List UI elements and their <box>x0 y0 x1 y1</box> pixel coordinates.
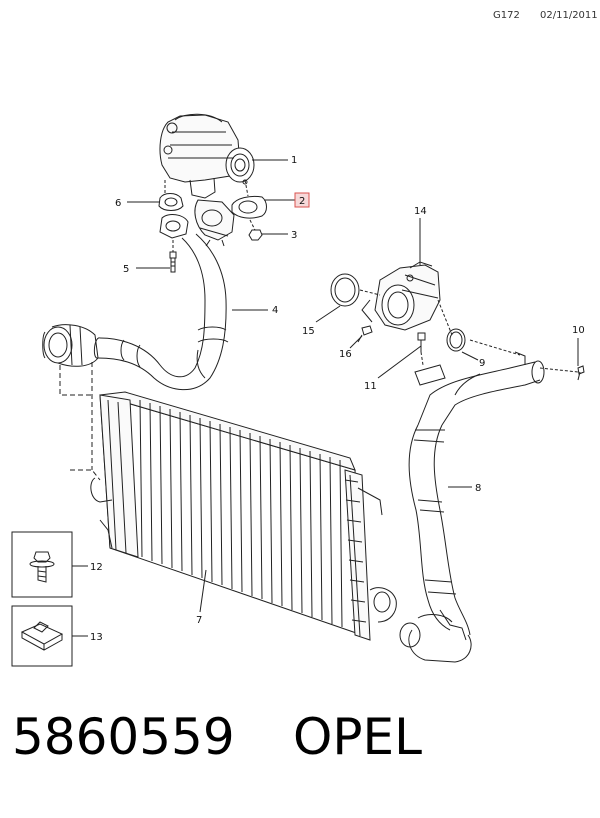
air-duct-tube <box>414 351 545 426</box>
gasket-part-9 <box>446 328 466 352</box>
bolt-part-5 <box>169 251 177 259</box>
diagram-date: 02/11/2011 <box>540 10 598 21</box>
callout-4: 4 <box>272 305 278 316</box>
callout-16: 16 <box>339 349 352 360</box>
callout-7: 7 <box>196 615 202 626</box>
nut-part-3 <box>248 229 263 241</box>
intercooler-part-7 <box>90 391 397 641</box>
callout-12: 12 <box>90 562 103 573</box>
gasket-part-2 <box>231 195 267 219</box>
callout-6: 6 <box>115 198 121 209</box>
intake-pipe-part-4 <box>93 233 229 391</box>
throttle-body-part-14 <box>361 261 441 331</box>
callout-8: 8 <box>475 483 481 494</box>
callout-2-highlight <box>294 192 310 208</box>
flange-gasket-part-6 <box>158 193 184 211</box>
callout-1: 1 <box>291 155 297 166</box>
callout-13: 13 <box>90 632 103 643</box>
callout-10: 10 <box>572 325 585 336</box>
brand-name: OPEL <box>293 708 422 766</box>
clip-nut-icon <box>20 621 64 651</box>
callout-9: 9 <box>479 358 485 369</box>
bolt-part-16 <box>361 325 373 336</box>
charge-hose-part-8 <box>399 424 472 663</box>
callout-2: 2 <box>299 196 305 207</box>
inset-box-part-13 <box>11 605 73 667</box>
part-number: 5860559 <box>12 708 235 766</box>
callout-3: 3 <box>291 230 297 241</box>
callout-5: 5 <box>123 264 129 275</box>
bolt-part-11 <box>417 332 426 341</box>
hose-collar-left <box>42 324 99 367</box>
bolt-part-10 <box>577 365 585 375</box>
inset-box-part-12 <box>11 531 73 598</box>
callout-15: 15 <box>302 326 315 337</box>
callout-14: 14 <box>414 206 427 217</box>
diagram-code: G172 <box>493 10 520 21</box>
gasket-part-15 <box>330 273 360 307</box>
leader-lines <box>72 159 579 637</box>
bolt-washer-icon <box>29 551 55 583</box>
callout-11: 11 <box>364 381 377 392</box>
turbocharger-drawing <box>159 113 255 247</box>
